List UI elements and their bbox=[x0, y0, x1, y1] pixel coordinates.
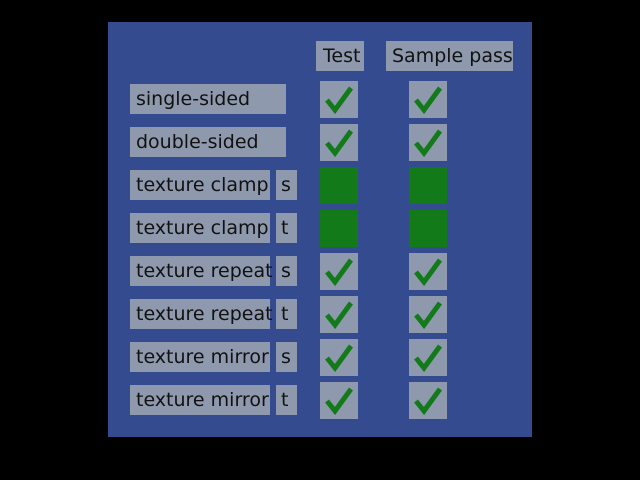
row-label: double-sided bbox=[130, 127, 286, 157]
sample-result-cell bbox=[409, 81, 447, 118]
checkmark-icon bbox=[325, 344, 354, 372]
checkmark-icon bbox=[414, 387, 443, 415]
row-label: texture repeat bbox=[130, 256, 273, 286]
checkmark-icon bbox=[325, 301, 354, 329]
row-label: texture clamp bbox=[130, 213, 270, 243]
row-axis-label: t bbox=[276, 385, 297, 415]
row-axis-label: t bbox=[276, 299, 297, 329]
test-result-cell bbox=[320, 339, 358, 376]
row-axis-label: s bbox=[276, 342, 297, 372]
row-label: single-sided bbox=[130, 84, 286, 114]
sample-result-cell bbox=[409, 210, 447, 247]
test-result-cell bbox=[320, 210, 358, 247]
checkmark-icon bbox=[414, 129, 443, 157]
checkmark-icon bbox=[414, 86, 443, 114]
checkmark-icon bbox=[414, 258, 443, 286]
checkmark-icon bbox=[414, 344, 443, 372]
checkmark-icon bbox=[325, 387, 354, 415]
test-result-cell bbox=[320, 124, 358, 161]
sample-result-cell bbox=[409, 253, 447, 290]
header-test: Test bbox=[316, 41, 364, 71]
test-result-cell bbox=[320, 167, 358, 204]
row-label: texture mirror bbox=[130, 385, 270, 415]
sample-result-cell bbox=[409, 296, 447, 333]
test-result-cell bbox=[320, 81, 358, 118]
checkmark-icon bbox=[414, 301, 443, 329]
row-axis-label: s bbox=[276, 170, 297, 200]
sample-result-cell bbox=[409, 339, 447, 376]
header-sample-pass: Sample pass bbox=[386, 41, 513, 71]
sample-result-cell bbox=[409, 167, 447, 204]
sample-result-cell bbox=[409, 382, 447, 419]
test-result-cell bbox=[320, 253, 358, 290]
checkmark-icon bbox=[325, 129, 354, 157]
row-axis-label: s bbox=[276, 256, 297, 286]
row-label: texture clamp bbox=[130, 170, 270, 200]
checkmark-icon bbox=[325, 86, 354, 114]
row-axis-label: t bbox=[276, 213, 297, 243]
row-label: texture repeat bbox=[130, 299, 273, 329]
test-result-cell bbox=[320, 382, 358, 419]
sample-result-cell bbox=[409, 124, 447, 161]
checkmark-icon bbox=[325, 258, 354, 286]
row-label: texture mirror bbox=[130, 342, 270, 372]
test-result-cell bbox=[320, 296, 358, 333]
